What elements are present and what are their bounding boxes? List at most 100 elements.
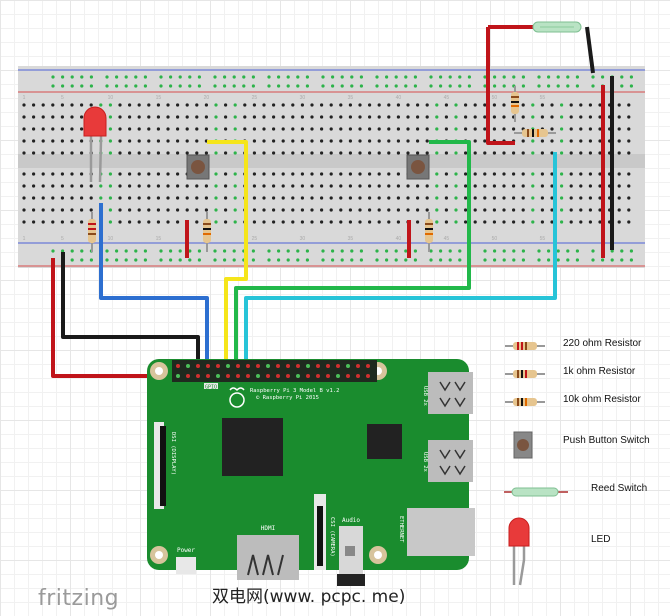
wire-cyan[interactable]: [244, 152, 557, 374]
reed-switch[interactable]: [532, 21, 582, 33]
breadboard-hole: [425, 139, 429, 143]
breadboard-hole: [591, 75, 595, 79]
breadboard-hole: [272, 139, 276, 143]
breadboard-hole: [492, 220, 496, 224]
breadboard-hole: [620, 84, 624, 88]
breadboard-hole: [448, 84, 452, 88]
breadboard-hole: [375, 258, 379, 262]
wire-yellow[interactable]: [207, 140, 248, 374]
breadboard-hole: [429, 75, 433, 79]
wire-black-ground[interactable]: [61, 252, 200, 365]
gpio-pin: [326, 364, 330, 368]
breadboard-hole: [204, 151, 208, 155]
breadboard-hole: [358, 172, 362, 176]
ethernet-port: [407, 508, 475, 556]
push-button-1[interactable]: [186, 154, 210, 180]
breadboard-hole: [156, 208, 160, 212]
wire-blue[interactable]: [99, 203, 209, 374]
breadboard-hole: [80, 84, 84, 88]
breadboard-hole: [598, 127, 602, 131]
breadboard-hole: [547, 249, 551, 253]
breadboard-hole: [598, 208, 602, 212]
breadboard-hole: [377, 115, 381, 119]
breadboard-hole: [41, 139, 45, 143]
breadboard-hole: [348, 103, 352, 107]
breadboard-hole: [387, 151, 391, 155]
breadboard-hole: [134, 84, 138, 88]
dsi-connector: [154, 422, 164, 509]
breadboard-hole: [166, 172, 170, 176]
breadboard-hole: [137, 208, 141, 212]
breadboard-hole: [159, 258, 163, 262]
breadboard-hole: [31, 184, 36, 188]
breadboard-hole: [435, 196, 439, 200]
gpio-pin: [296, 364, 300, 368]
breadboard-hole: [444, 127, 448, 131]
breadboard-hole: [41, 208, 45, 212]
breadboard-hole: [251, 84, 255, 88]
breadboard-hole: [340, 258, 344, 262]
breadboard-hole: [213, 258, 217, 262]
breadboard-column-label: 5: [61, 95, 64, 101]
breadboard-hole: [537, 75, 541, 79]
breadboard-hole: [118, 103, 122, 107]
wire-red-power[interactable]: [51, 258, 178, 378]
breadboard-hole: [560, 115, 564, 119]
breadboard-hole: [300, 208, 304, 212]
breadboard-hole: [396, 115, 400, 119]
breadboard-hole: [310, 103, 314, 107]
breadboard-hole: [575, 75, 580, 79]
breadboard-hole: [143, 84, 147, 88]
breadboard-hole: [80, 115, 84, 119]
breadboard-hole: [281, 127, 285, 131]
breadboard-column-label: 5: [61, 236, 64, 242]
breadboard-hole: [629, 75, 634, 79]
breadboard-hole: [620, 249, 624, 253]
breadboard-hole: [213, 249, 217, 253]
breadboard-hole: [511, 172, 516, 176]
breadboard-hole: [105, 75, 109, 79]
breadboard-hole: [416, 127, 420, 131]
breadboard-hole: [195, 139, 199, 143]
breadboard-hole: [588, 172, 593, 176]
breadboard-hole: [70, 249, 74, 253]
breadboard-hole: [396, 127, 400, 131]
push-button-2[interactable]: [406, 154, 430, 180]
breadboard-hole: [291, 208, 295, 212]
breadboard-hole: [394, 249, 398, 253]
breadboard-hole: [617, 172, 621, 176]
breadboard-hole: [396, 184, 400, 188]
breadboard-hole: [598, 172, 602, 176]
wire-green[interactable]: [234, 140, 471, 374]
breadboard-hole: [467, 84, 471, 88]
breadboard-hole: [291, 196, 295, 200]
breadboard-hole: [128, 208, 132, 212]
breadboard-hole: [61, 84, 65, 88]
breadboard-hole: [502, 127, 506, 131]
breadboard-hole: [204, 184, 208, 188]
breadboard-hole: [540, 184, 545, 188]
breadboard-hole: [195, 208, 199, 212]
breadboard-hole: [89, 103, 93, 107]
breadboard-hole: [464, 115, 468, 119]
breadboard-hole: [166, 184, 170, 188]
gpio-pin: [186, 364, 190, 368]
breadboard-hole: [134, 258, 138, 262]
breadboard-hole: [41, 196, 45, 200]
breadboard-hole: [137, 196, 141, 200]
breadboard-hole: [118, 139, 122, 143]
breadboard-hole: [560, 184, 564, 188]
breadboard-hole: [70, 139, 74, 143]
wire-red-reed[interactable]: [486, 27, 515, 145]
resistor-button-1: [203, 212, 211, 252]
breadboard-hole: [404, 258, 408, 262]
breadboard-hole: [502, 151, 506, 155]
breadboard-hole: [277, 249, 281, 253]
breadboard-hole: [147, 220, 151, 224]
breadboard-hole: [329, 196, 333, 200]
breadboard-hole: [80, 249, 84, 253]
breadboard-hole: [300, 184, 304, 188]
wire-black-reed[interactable]: [585, 26, 595, 74]
gpio-label-box: [204, 383, 218, 389]
breadboard-hole: [277, 84, 281, 88]
